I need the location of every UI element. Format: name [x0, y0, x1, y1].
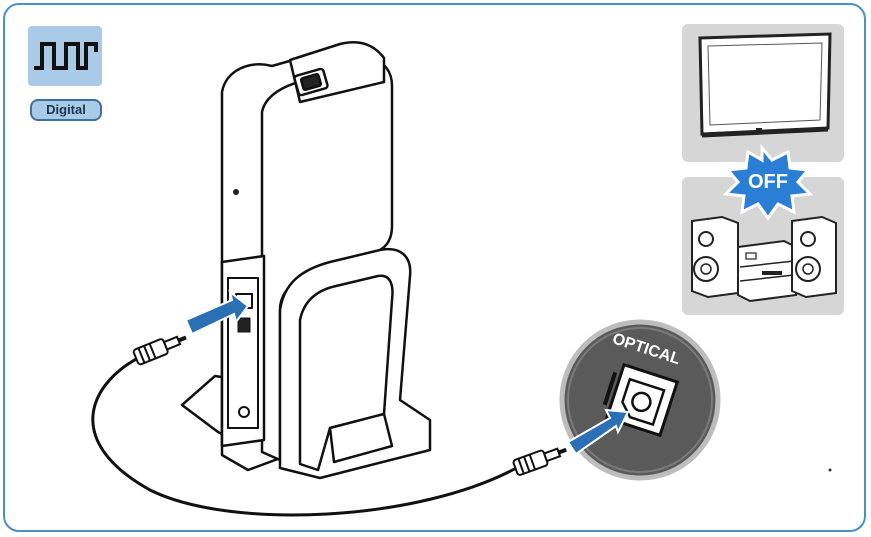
tv-icon: [698, 32, 832, 138]
insert-arrow-left: [184, 289, 250, 336]
off-burst-icon: OFF: [722, 143, 814, 221]
speaker-stand-device: [180, 41, 432, 480]
square-wave-icon: [34, 42, 98, 70]
stereo-system-icon: [691, 215, 837, 303]
tv-panel: [682, 24, 844, 162]
optical-port-closeup: OPTICAL: [559, 319, 721, 481]
insert-arrow-right: [566, 408, 630, 456]
off-label: OFF: [748, 171, 788, 193]
optical-socket-icon: [602, 362, 680, 438]
optical-cable-icon: [91, 335, 567, 517]
digital-signal-icon-box: [28, 26, 102, 86]
audio-panel: [682, 177, 844, 315]
stray-dot: [828, 468, 832, 472]
digital-badge: Digital: [30, 99, 102, 121]
